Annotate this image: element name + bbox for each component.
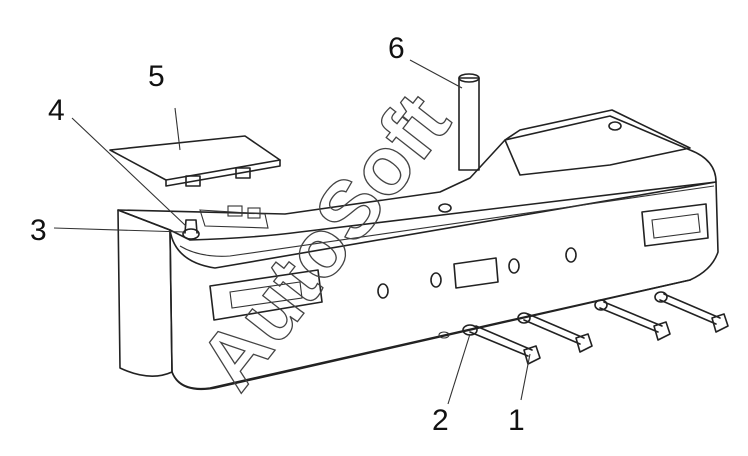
watermark: AutoSoft	[182, 77, 467, 406]
part-3-bolt	[182, 219, 200, 240]
center-opening	[453, 257, 499, 289]
pocket-detail	[199, 205, 269, 229]
part-5-cover	[109, 135, 281, 187]
bolt-holes	[377, 121, 622, 299]
callout-2: 2	[432, 404, 449, 437]
leader-lines	[53, 59, 531, 405]
callout-5: 5	[148, 60, 165, 93]
callout-6: 6	[388, 32, 405, 65]
bumper-body	[117, 109, 719, 391]
bolts	[438, 291, 729, 365]
callout-1: 1	[508, 404, 525, 437]
callout-4: 4	[48, 94, 65, 127]
part-6-pin	[458, 73, 480, 171]
left-window	[209, 269, 323, 321]
callout-3: 3	[30, 214, 47, 247]
right-window	[641, 203, 709, 247]
